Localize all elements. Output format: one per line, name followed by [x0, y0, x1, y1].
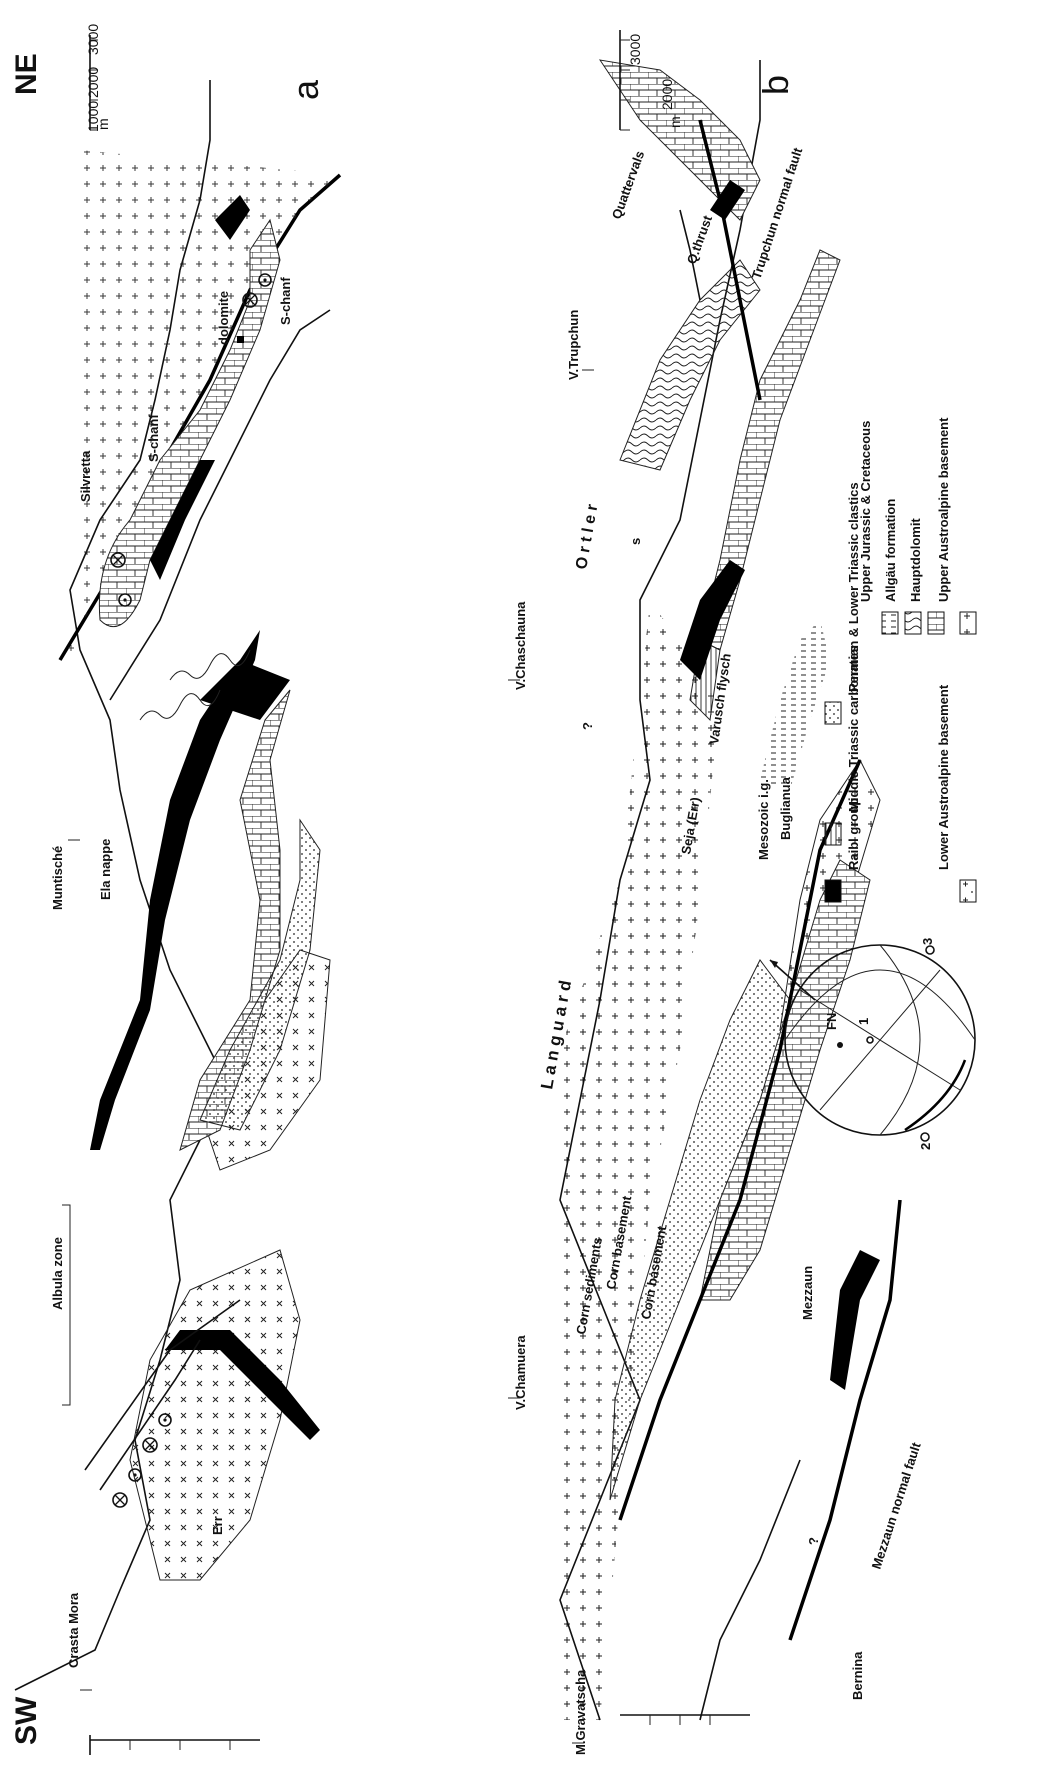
legend-label-upper-basement: Upper Austroalpine basement [936, 417, 951, 602]
legend-swatch-upper-jurassic [882, 612, 898, 634]
label-s-chanf-upper: S-chanf [146, 414, 161, 462]
label-quattervals: Quattervals [609, 149, 648, 221]
label-s-mark: s [628, 538, 643, 545]
label-s-chanf-lower: S-chanf [278, 277, 293, 325]
legend-swatch-middle-triassic [825, 823, 841, 845]
legend-label-lower-basement: Lower Austroalpine basement [936, 684, 951, 870]
panel-a-tick-3000: 3000 [85, 24, 101, 55]
panel-a-tick-2000: 2000 [85, 67, 101, 98]
panel-a-scale-unit: m [95, 118, 111, 130]
panel-b-tick-3000: 3000 [627, 34, 643, 65]
label-err: Err [210, 1516, 225, 1535]
label-q-thrust: Q.thrust [684, 213, 716, 266]
label-albula-zone: Albula zone [50, 1237, 65, 1310]
panel-a-letter: a [285, 79, 326, 100]
label-bernina: Bernina [850, 1651, 865, 1700]
legend-label-hauptdolomit: Hauptdolomit [908, 518, 923, 602]
label-buglianua: Buglianua [778, 776, 793, 840]
panel-b-scale-unit: m [667, 116, 683, 128]
label-v-chaschauna: V.Chaschauna [513, 601, 528, 690]
label-trupchun-fault: Trupchun normal fault [749, 145, 806, 281]
label-mezzaun-fault: Mezzaun normal fault [869, 1440, 924, 1571]
legend-swatch-raibl [825, 880, 841, 902]
legend-swatch-lower-basement [960, 880, 976, 902]
stereonet-slip-arc [905, 1060, 965, 1130]
label-ortler: O r t l e r [573, 503, 601, 571]
label-mezzaun: Mezzaun [800, 1266, 815, 1320]
panel-b-bernina-contact [700, 1460, 800, 1720]
ne-direction-label: NE [10, 53, 43, 95]
legend-swatch-allgau [905, 612, 921, 634]
legend-label-upper-jurassic: Upper Jurassic & Cretaceous [858, 421, 873, 602]
panel-b-mezzaun-raibl [830, 1250, 880, 1390]
stereonet-label-fn: FN [824, 1013, 839, 1030]
legend-swatch-permian [825, 702, 841, 724]
legend-swatch-upper-basement [960, 612, 976, 634]
label-v-chamuera: V.Chamuera [513, 1335, 528, 1410]
label-crasta-mora: Crasta Mora [66, 1592, 81, 1668]
panel-b-tick-2000: 2000 [659, 79, 675, 110]
stereonet-label-3: 3 [920, 938, 935, 945]
panel-b-letter: b [755, 75, 796, 95]
panel-a-s-chanf-station [237, 336, 244, 343]
panel-b-varusch-flysch [760, 620, 830, 790]
label-muntische: Muntisché [50, 846, 65, 910]
stereonet-fn-point [837, 1042, 843, 1048]
legend-swatch-hauptdolomit [928, 612, 944, 634]
stereonet-label-2: 2 [918, 1143, 933, 1150]
legend-label-allgau: Allgäu formation [883, 499, 898, 602]
label-mesozoic: Mesozoic i.g. [756, 779, 771, 860]
label-silvretta: Silvretta [78, 450, 93, 502]
sw-direction-label: SW [10, 1696, 43, 1745]
label-dolomite: dolomite [216, 291, 231, 345]
label-question-2: ? [806, 1537, 821, 1545]
label-m-gravatscha: M.Gravatscha [573, 1669, 588, 1755]
label-v-trupchun: V.Trupchun [566, 310, 581, 380]
label-ela-nappe: Ela nappe [98, 839, 113, 900]
legend: Raibl group Middle Triassic carbonates P… [825, 417, 976, 902]
stereonet-label-1: 1 [856, 1018, 871, 1025]
label-question-1: ? [580, 722, 595, 730]
